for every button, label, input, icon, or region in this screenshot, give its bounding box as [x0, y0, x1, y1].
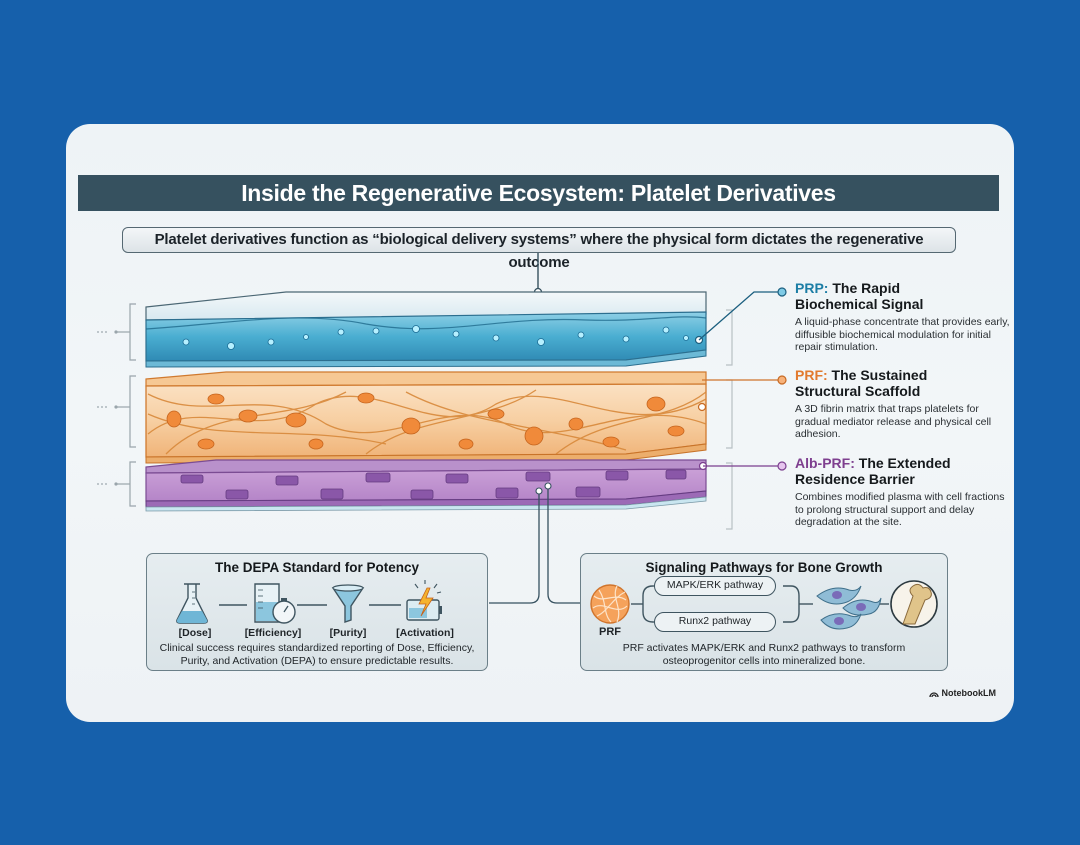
alb-prf-layer: [145, 459, 708, 512]
alb-prf-blocks: [180, 469, 687, 500]
depa-label-purity: [Purity]: [329, 627, 367, 639]
left-dots: [97, 330, 118, 486]
prf-abbr: PRF:: [795, 367, 828, 383]
fibrin-strands: [147, 389, 707, 455]
flask-icon: [176, 583, 208, 624]
pathway-mapk-erk: MAPK/ERK pathway: [654, 576, 776, 596]
alb-prf-connector-node-2: [544, 482, 552, 490]
prf-title-line2: Structural Scaffold: [795, 383, 921, 399]
prp-title-line2: Biochemical Signal: [795, 296, 924, 312]
depa-description: Clinical success requires standardized r…: [147, 642, 487, 668]
alb-prf-title: Alb-PRF: The Extended Residence Barrier: [795, 455, 1010, 487]
signaling-description-line1: PRF activates MAPK/ERK and Runx2 pathway…: [622, 642, 906, 654]
subtitle-banner: Platelet derivatives function as “biolog…: [122, 227, 956, 271]
prf-leader-dot: [777, 375, 787, 385]
signaling-diagram: [590, 580, 938, 630]
battery-lightning-icon: [406, 580, 442, 621]
depa-panel: The DEPA Standard for Potency: [146, 553, 488, 671]
prf-anchor: [697, 402, 707, 412]
prp-leader-line: [698, 291, 778, 341]
prp-title: PRP: The Rapid Biochemical Signal: [795, 280, 1010, 312]
prp-description: A liquid-phase concentrate that provides…: [795, 316, 1010, 353]
signaling-description: PRF activates MAPK/ERK and Runx2 pathway…: [581, 642, 947, 668]
signaling-description-line2: osteoprogenitor cells into mineralized b…: [662, 655, 866, 667]
prp-leader-dot: [777, 287, 787, 297]
prf-title-rest: The Sustained: [827, 367, 928, 383]
alb-prf-abbr: Alb-PRF:: [795, 455, 855, 471]
right-brackets: [726, 309, 733, 530]
prf-layer: [145, 371, 707, 464]
prp-label: PRP: The Rapid Biochemical Signal A liqu…: [795, 280, 1010, 354]
prp-particles: [182, 325, 689, 350]
depa-panel-title: The DEPA Standard for Potency: [214, 560, 420, 575]
notebooklm-branding: NotebookLM: [928, 688, 997, 698]
signaling-connector: [547, 489, 580, 604]
beaker-stopwatch-icon: [254, 583, 296, 624]
funnel-icon: [331, 584, 365, 623]
prf-cells: [166, 392, 685, 450]
page-title: Inside the Regenerative Ecosystem: Plate…: [78, 175, 999, 211]
alb-prf-title-rest: The Extended: [854, 455, 951, 471]
alb-prf-label: Alb-PRF: The Extended Residence Barrier …: [795, 455, 1010, 529]
alb-prf-description: Combines modified plasma with cell fract…: [795, 491, 1005, 528]
notebooklm-logo-icon: [928, 692, 939, 697]
depa-label-dose: [Dose]: [178, 627, 212, 639]
prp-title-rest: The Rapid: [828, 280, 901, 296]
layer-illustration: [97, 253, 787, 604]
pathway-runx2: Runx2 pathway: [654, 612, 776, 632]
depa-description-line2: Purity, and Activation (DEPA) to ensure …: [180, 655, 454, 667]
notebooklm-label: NotebookLM: [941, 688, 997, 698]
alb-prf-title-line2: Residence Barrier: [795, 471, 915, 487]
depa-label-efficiency: [Efficiency]: [244, 627, 302, 639]
prp-abbr: PRP:: [795, 280, 829, 296]
prf-description: A 3D fibrin matrix that traps platelets …: [795, 403, 992, 440]
prf-title: PRF: The Sustained Structural Scaffold: [795, 367, 1010, 399]
prp-layer: [145, 291, 707, 368]
left-brackets: [116, 303, 136, 507]
signaling-panel: Signaling Pathways for Bone Growth: [580, 553, 948, 671]
bone-icon: [890, 580, 938, 628]
prf-label: PRF: The Sustained Structural Scaffold A…: [795, 367, 1010, 441]
prf-fibrin-ball-icon: [590, 584, 630, 624]
depa-description-line1: Clinical success requires standardized r…: [159, 642, 475, 654]
alb-prf-connector-node-1: [535, 487, 543, 495]
infographic-card: Inside the Regenerative Ecosystem: Plate…: [66, 124, 1014, 722]
alb-prf-leader-dot: [777, 461, 787, 471]
depa-connector: [489, 494, 540, 604]
signaling-panel-title: Signaling Pathways for Bone Growth: [645, 560, 883, 575]
depa-icons: [176, 580, 442, 624]
prf-source-label: PRF: [599, 626, 621, 638]
depa-label-activation: [Activation]: [396, 627, 454, 639]
osteoprogenitor-cells-icon: [816, 585, 882, 630]
